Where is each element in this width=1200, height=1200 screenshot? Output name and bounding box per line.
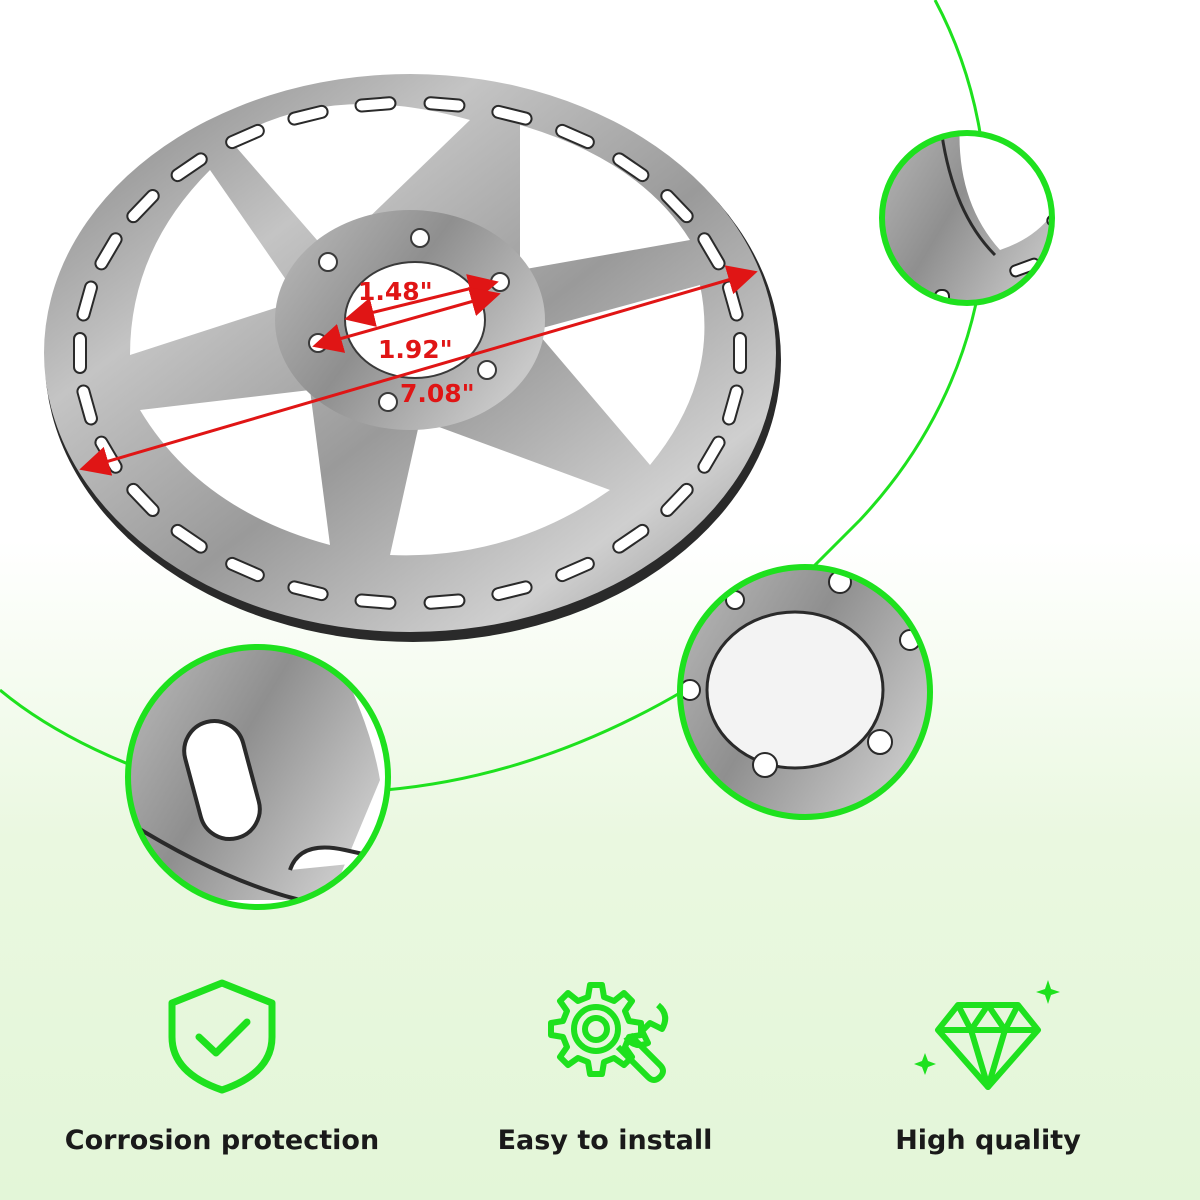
rotor-slot — [287, 104, 329, 126]
dim-bolt-label: 1.92" — [378, 335, 453, 364]
rotor-slot — [612, 152, 650, 183]
rotor-slot — [225, 123, 265, 150]
dim-outer-label: 7.08" — [400, 379, 475, 408]
rotor-slot — [225, 556, 265, 583]
zoom-detail-hub — [677, 564, 933, 820]
zoom-detail-slot — [125, 644, 391, 910]
rotor-slot — [612, 523, 650, 554]
dimension-annotations: 1.48" 1.92" 7.08" — [79, 265, 758, 476]
rotor-slot — [423, 96, 466, 113]
shield-check-icon — [168, 979, 276, 1094]
rotor-slot — [733, 332, 747, 374]
dim-hub-label: 1.48" — [358, 277, 433, 306]
rotor-slot — [354, 593, 397, 610]
rotor-slot — [491, 580, 533, 602]
dim-line-outer — [79, 265, 758, 476]
rotor-slot — [660, 188, 694, 224]
rotor-slot — [170, 152, 208, 183]
rotor-slot — [423, 593, 466, 610]
rotor-slot — [170, 523, 208, 554]
rotor-slot — [491, 104, 533, 126]
rotor-slot — [555, 123, 595, 150]
rotor-slot — [73, 332, 87, 374]
rotor-slot — [354, 96, 397, 113]
gear-wrench-icon — [548, 982, 669, 1083]
rotor-slot — [126, 188, 160, 224]
feature-label: Corrosion protection — [64, 1125, 380, 1156]
feature-label: High quality — [895, 1125, 1081, 1156]
rotor-slot — [555, 556, 595, 583]
feature-easy-to-install: Easy to install — [425, 975, 785, 1175]
feature-label: Easy to install — [497, 1125, 713, 1156]
rotor-slot — [126, 482, 160, 518]
rotor-slot — [287, 580, 329, 602]
feature-corrosion-protection: Corrosion protection — [42, 975, 402, 1175]
zoom-detail-spoke — [879, 130, 1055, 306]
feature-high-quality: High quality — [808, 975, 1168, 1175]
rotor-slot — [660, 482, 694, 518]
diamond-icon — [914, 980, 1060, 1090]
